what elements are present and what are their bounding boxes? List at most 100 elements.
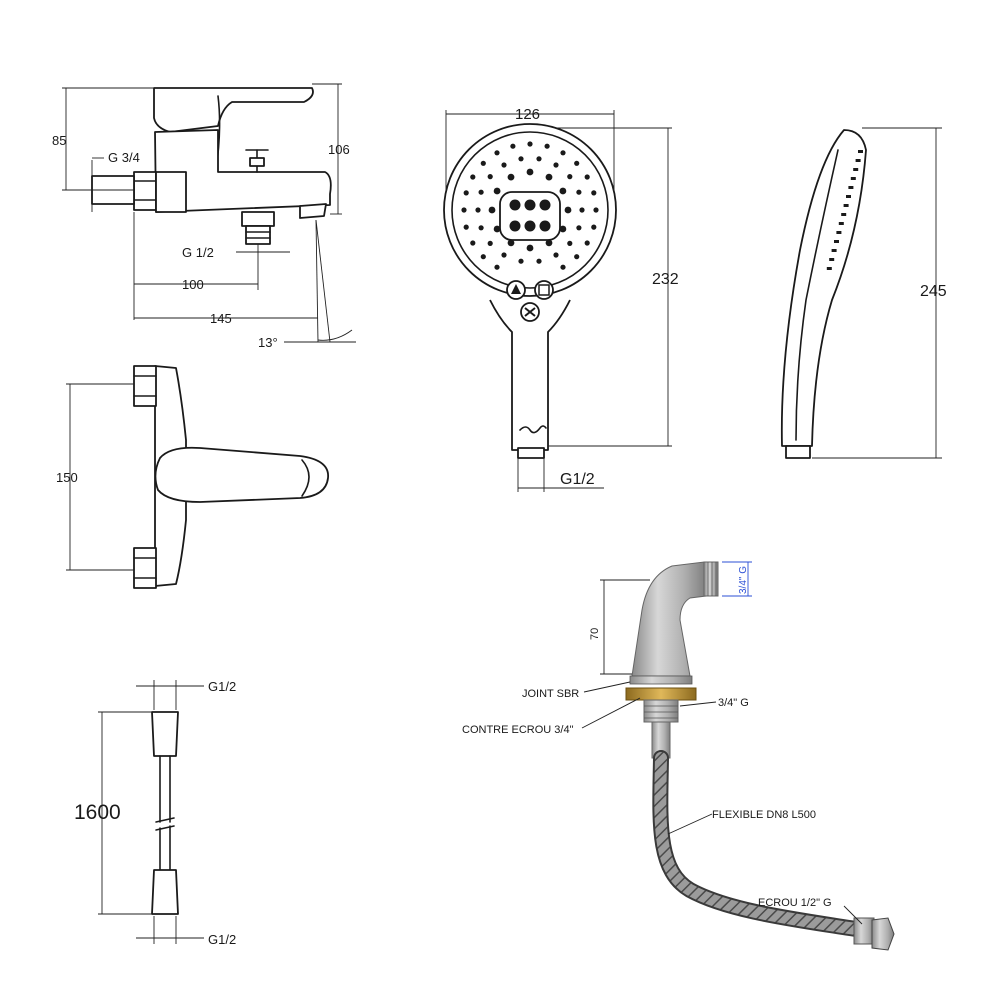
spray-nozzle [591,224,597,230]
shower-handle [489,299,571,451]
side-spray-nozzle [829,258,835,261]
spray-nozzle [584,240,590,246]
elbow-connector-view: 70 3/4" G JOINT SBR CONTRE ECROU 3/4" 3/… [462,561,895,951]
label-hose-top-g12: G1/2 [208,679,236,694]
elbow-brass-locknut [625,687,697,701]
callout-outlet-34g: 3/4" G [718,697,749,709]
spray-nozzle [579,207,585,213]
side-spray-nozzle [848,186,854,189]
spray-nozzle [487,240,493,246]
spray-nozzle [545,239,553,247]
spray-nozzle [574,160,580,166]
side-spray-nozzle [843,204,849,207]
flexible-end-crimp [853,917,875,945]
dim-mixer-145: 145 [210,311,232,326]
spray-nozzle [480,160,486,166]
side-spray-nozzle [838,222,844,225]
spray-nozzle [553,252,559,258]
spray-nozzle [593,207,599,213]
mixer-bottom-outlet [241,211,275,227]
hand-shower-side-view: 245 [780,127,947,459]
dim-shower-245: 245 [920,283,947,300]
spray-nozzle [536,258,542,264]
dim-mixer-106: 106 [328,142,350,157]
mixer-bottom-thread [245,225,271,245]
flexible-hose-braid [654,752,868,936]
mixer-top-view: 150 [56,365,329,589]
hose-break-mark [155,817,175,823]
spray-nozzle [493,187,501,195]
mixer-body [154,129,332,213]
spray-nozzle [591,190,597,196]
spray-nozzle [478,225,484,231]
spray-nozzle [560,264,566,270]
spray-nozzle [567,240,573,246]
side-spray-nozzle [855,159,861,162]
spray-nozzle [518,156,524,162]
mixer-lever-handle [153,87,314,133]
spray-nozzle [501,252,507,258]
label-inlet-g34: G 3/4 [108,150,140,165]
spray-nozzle [567,174,573,180]
spray-nozzle [475,207,481,213]
mixer-side-view: 85 106 G 3/4 G 1/2 100 145 13° [52,83,356,350]
spray-nozzle [463,224,469,230]
spray-nozzle [544,143,550,149]
shower-nozzles [461,141,599,270]
flexible-end-nut [871,917,895,951]
hand-shower-front-view: 126 232 G1/2 [443,106,679,492]
spray-nozzle [480,254,486,260]
spray-nozzle [545,173,553,181]
side-spray-nozzle [846,195,851,198]
shower-head-inner-ring [451,131,609,289]
label-elbow-thread-blue: 3/4" G [738,566,749,594]
shower-mode-button-jet-icon[interactable] [534,280,554,300]
spray-nozzle [494,264,500,270]
spray-nozzle [507,173,515,181]
dim-hose-1600: 1600 [74,801,121,824]
dim-mixer-100: 100 [182,277,204,292]
shower-hose-view: G1/2 1600 G1/2 [74,679,236,947]
shower-side-contour [795,149,839,441]
spray-nozzle [487,174,493,180]
spray-nozzle [574,254,580,260]
hose-bottom-fitting [151,869,179,915]
spray-nozzle [553,162,559,168]
shower-center-nozzle-block [499,191,561,241]
side-spray-nozzle [831,249,837,252]
elbow-joint-sbr [629,675,693,685]
spray-nozzle [470,174,476,180]
spray-nozzle [518,258,524,264]
spray-nozzle [560,150,566,156]
spray-nozzle [576,189,582,195]
hose-top-fitting [151,711,179,757]
label-outlet-g12: G 1/2 [182,245,214,260]
spray-nozzle [501,162,507,168]
spray-nozzle [493,225,501,233]
shower-side-connector [785,445,811,459]
spray-nozzle [584,174,590,180]
spray-nozzle [494,150,500,156]
spray-nozzle [536,156,542,162]
elbow-outlet-thread [703,561,719,597]
label-shower-g12: G1/2 [560,471,595,488]
spray-nozzle [510,143,516,149]
callout-joint-sbr: JOINT SBR [522,688,579,700]
side-spray-nozzle [853,168,859,171]
side-spray-nozzle [826,267,832,270]
mixer-inlet-nut [133,171,157,211]
callout-flexible: FLEXIBLE DN8 L500 [712,809,816,821]
callout-ecrou-12g: ECROU 1/2" G [758,897,832,909]
label-hose-bottom-g12: G1/2 [208,932,236,947]
mixer-top-nut-lower [133,547,157,589]
dim-spout-angle: 13° [258,335,278,350]
dim-shower-232: 232 [652,271,679,288]
mixer-top-nut-upper [133,365,157,407]
spray-nozzle [527,141,533,147]
shower-center-nozzles [509,199,551,232]
side-spray-nozzle [841,213,847,216]
dim-shower-126: 126 [515,106,540,123]
side-spray-nozzle [836,231,842,234]
spray-nozzle [559,225,567,233]
